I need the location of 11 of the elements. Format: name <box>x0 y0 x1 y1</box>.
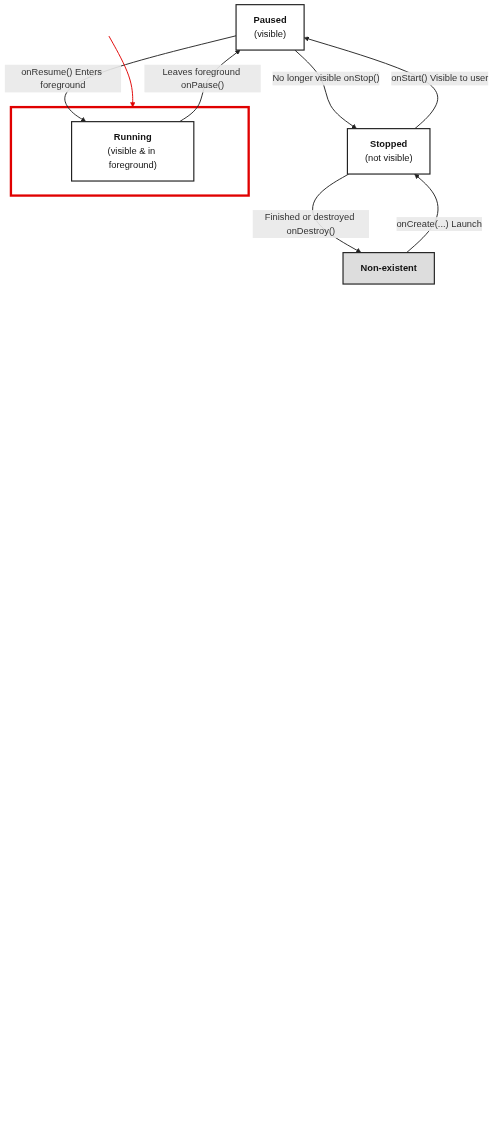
edge-label: onResume() Enters foreground <box>21 66 102 91</box>
edge-label: Leaves foreground onPause() <box>162 66 241 91</box>
node-box: Paused (visible) <box>235 4 305 51</box>
node-box: Non-existent <box>342 252 435 285</box>
node-box: Running (visible & in foreground) <box>71 121 195 182</box>
edge-label: No longer visible onStop() <box>272 73 380 84</box>
node-box: Stopped (not visible) <box>346 128 431 175</box>
edge-label: onCreate(...) Launch <box>396 218 482 229</box>
edge-label: Finished or destroyed onDestroy() <box>264 211 355 236</box>
cluster <box>9 105 250 197</box>
edge-label: onStart() Visible to user <box>391 73 489 84</box>
